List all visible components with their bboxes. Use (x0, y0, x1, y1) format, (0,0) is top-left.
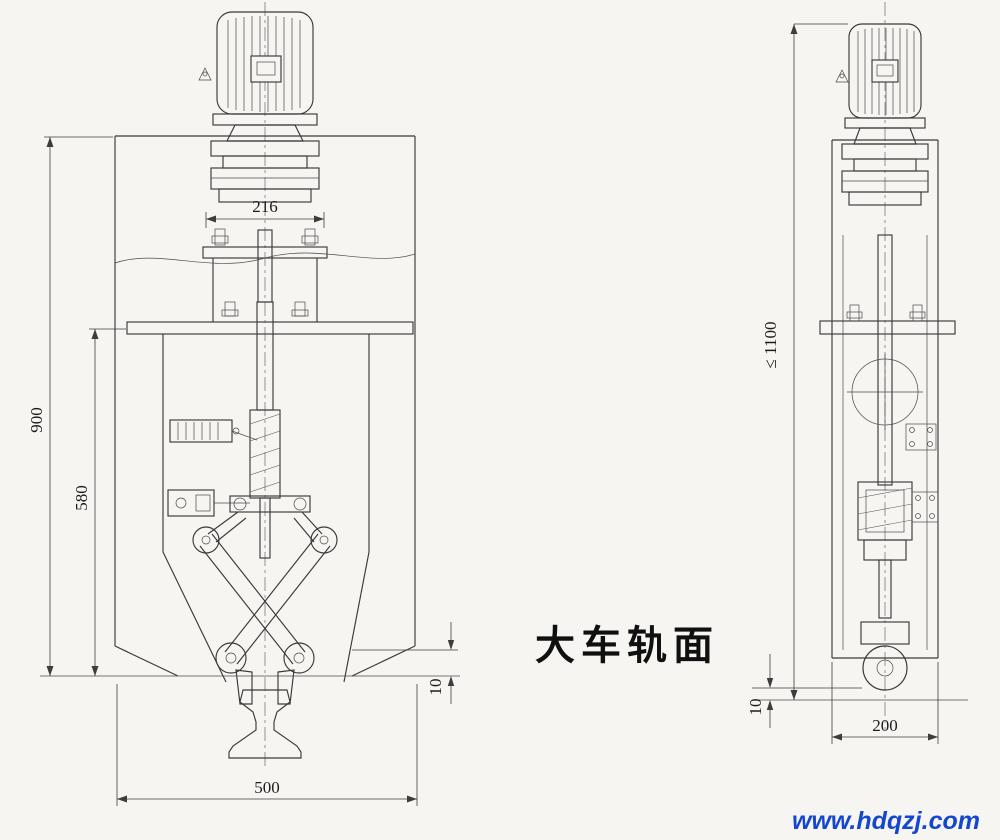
terminal-box (250, 55, 282, 83)
housing-front (114, 135, 416, 683)
dim-max-height: ≤ 1100 (761, 23, 848, 700)
dim-label-10-side: 10 (746, 699, 765, 716)
dim-label-900: 900 (27, 407, 46, 433)
dim-label-216: 216 (252, 197, 278, 216)
dim-body-height: 580 (72, 328, 126, 676)
watermark-url: www.hdqzj.com (792, 807, 980, 835)
front-view: 216 (27, 2, 460, 806)
drive-rod-front (249, 229, 281, 559)
motor-side (835, 23, 926, 129)
rail-profile (228, 689, 302, 759)
dim-label-200: 200 (872, 716, 898, 735)
mount-plate-front (202, 228, 328, 322)
rail-surface-label: 大车轨面 (535, 623, 719, 669)
dim-clearance-front: 10 (352, 622, 458, 704)
dim-label-1100: ≤ 1100 (761, 322, 780, 369)
dim-label-10-front: 10 (426, 679, 445, 696)
terminal-box-side (871, 59, 899, 83)
housing-side (819, 139, 956, 659)
dim-base-width-front: 500 (116, 684, 418, 806)
dim-base-width-side: 200 (831, 662, 939, 744)
spring-actuator (169, 419, 258, 443)
motor-front (198, 11, 318, 126)
eyebolt-icon (198, 67, 212, 81)
flange-stack-front (210, 124, 320, 203)
dim-clearance-side: 10 (746, 654, 862, 728)
clamp-arms (192, 526, 338, 705)
dim-label-580: 580 (72, 485, 91, 511)
side-view: ≤ 1100 10 200 (746, 2, 968, 744)
dim-flange-width: 216 (205, 197, 325, 228)
mechanism-side (847, 234, 939, 619)
limit-switch (167, 489, 250, 517)
dim-label-500: 500 (254, 778, 280, 797)
flange-stack-side (841, 127, 929, 206)
dim-overall-height: 900 (27, 136, 113, 676)
eyebolt-icon-side (835, 69, 849, 83)
roller-side (860, 621, 910, 691)
